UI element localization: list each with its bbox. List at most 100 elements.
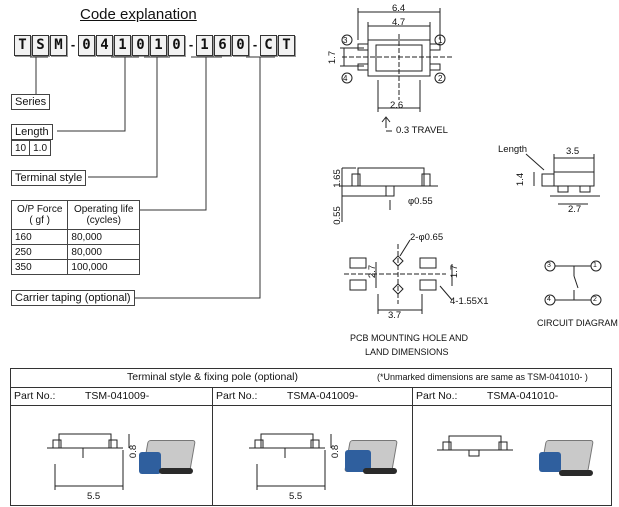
code-character: 1	[196, 35, 213, 56]
code-character: T	[14, 35, 31, 56]
length-label: Length	[11, 124, 53, 140]
circuit-pin-4: 4	[547, 296, 551, 303]
dim-4-7: 4.7	[392, 17, 406, 28]
series-label: Series	[11, 94, 51, 110]
code-character: 1	[150, 35, 167, 56]
code-separator: -	[70, 37, 76, 52]
force-header: O/P Force	[17, 204, 63, 215]
force-table: O/P Force ( gf ) Operating life (cycles)…	[10, 200, 140, 275]
side-view-drawing	[340, 167, 438, 222]
dim-1-7: 1.7	[327, 50, 339, 65]
length-view-drawing	[525, 153, 600, 205]
code-character: C	[260, 35, 277, 56]
part-cell-divider	[11, 405, 212, 406]
dim-width: 5.5	[87, 491, 101, 502]
part-cell: Part No.: TSM-041009- 5.5 0.8	[11, 388, 213, 505]
part-label: Part No.:	[416, 390, 458, 402]
circuit-pin-1: 1	[593, 262, 597, 269]
code-explanation-title: Code explanation	[80, 6, 197, 23]
life-value: 80,000	[67, 244, 140, 260]
dim-2-phi-0-65: 2-φ0.65	[410, 232, 444, 243]
life-value: 80,000	[67, 229, 140, 245]
pcb-caption-line2: LAND DIMENSIONS	[365, 347, 449, 357]
code-character: 0	[78, 35, 95, 56]
code-character: 4	[96, 35, 113, 56]
circuit-pin-2: 2	[593, 296, 597, 303]
dim-2-7: 2.7	[568, 204, 582, 215]
part-number: TSMA-041010-	[487, 390, 559, 402]
dim-1-65: 1.65	[331, 169, 343, 188]
terminal-style-label: Terminal style	[11, 170, 87, 186]
circuit-pin-3: 3	[547, 262, 551, 269]
product-photo-actuator	[345, 450, 371, 472]
product-photo-base	[363, 468, 397, 474]
dim-height: 0.8	[128, 444, 140, 459]
part-label: Part No.:	[216, 390, 258, 402]
force-header-unit: ( gf )	[29, 215, 50, 226]
dim-0-55: 0.55	[331, 206, 343, 225]
code-separator: -	[188, 37, 194, 52]
product-photo-actuator	[139, 452, 161, 474]
pcb-caption-line1: PCB MOUNTING HOLE AND	[350, 333, 469, 343]
dim-2-6: 2.6	[390, 100, 404, 111]
dim-pcb-3-7: 3.7	[388, 310, 402, 321]
length-value-mm: 1.0	[29, 140, 52, 156]
dim-6-4: 6.4	[392, 3, 406, 14]
travel-label: 0.3 TRAVEL	[396, 125, 448, 136]
force-value: 160	[10, 229, 69, 245]
code-character: T	[278, 35, 295, 56]
pin-4-label: 4	[343, 74, 348, 83]
life-value: 100,000	[67, 259, 140, 275]
part-number: TSMA-041009-	[287, 390, 359, 402]
pin-2-label: 2	[438, 74, 443, 83]
dim-pcb-1-7: 1.7	[449, 264, 461, 279]
product-photo-actuator	[539, 452, 561, 472]
terminal-style-panel: Terminal style & fixing pole (optional) …	[10, 368, 612, 506]
part-cell: Part No.: TSMA-041009- 5.5 0.8	[213, 388, 413, 505]
code-character: 0	[132, 35, 149, 56]
code-character: 0	[168, 35, 185, 56]
part-label: Part No.:	[14, 390, 56, 402]
length-label-drawing: Length	[498, 144, 528, 155]
part-drawing	[437, 435, 513, 457]
part-cell-divider	[213, 405, 412, 406]
code-character: M	[50, 35, 67, 56]
dim-phi-0-55: φ0.55	[408, 196, 433, 207]
carrier-taping-label: Carrier taping (optional)	[11, 290, 135, 306]
part-drawing	[47, 433, 130, 490]
top-view-drawing	[340, 8, 454, 132]
life-header-unit: (cycles)	[86, 215, 121, 226]
dim-width: 5.5	[289, 491, 303, 502]
force-value: 350	[10, 259, 69, 275]
dim-1-4: 1.4	[515, 172, 527, 187]
code-character: S	[32, 35, 49, 56]
dim-pcb-2-7: 2.7	[367, 264, 379, 279]
pcb-drawing	[344, 239, 453, 314]
product-photo-base	[559, 470, 593, 476]
part-cell: Part No.: TSMA-041010-	[413, 388, 611, 505]
part-cell-divider	[413, 405, 611, 406]
part-drawing	[249, 433, 332, 490]
dim-4-1-55x1: 4-1.55X1	[450, 296, 489, 307]
circuit-drawing	[544, 260, 602, 306]
length-value-code: 10	[10, 140, 31, 156]
dim-3-5: 3.5	[566, 146, 580, 157]
life-header: Operating life	[73, 204, 134, 215]
code-separator: -	[252, 37, 258, 52]
panel-title: Terminal style & fixing pole (optional)	[127, 371, 298, 383]
part-number: TSM-041009-	[85, 390, 150, 402]
code-leader-lines	[30, 56, 275, 299]
pin-3-label: 3	[343, 36, 348, 45]
dim-height: 0.8	[330, 444, 342, 459]
circuit-caption: CIRCUIT DIAGRAM	[537, 318, 618, 328]
force-value: 250	[10, 244, 69, 260]
product-photo-base	[159, 468, 193, 474]
panel-note: (*Unmarked dimensions are same as TSM-04…	[377, 372, 588, 382]
pin-1-label: 1	[438, 36, 443, 45]
panel-title-row: Terminal style & fixing pole (optional) …	[11, 369, 611, 388]
length-table: 10 1.0	[10, 140, 52, 156]
code-character: 1	[114, 35, 131, 56]
code-character: 0	[232, 35, 249, 56]
